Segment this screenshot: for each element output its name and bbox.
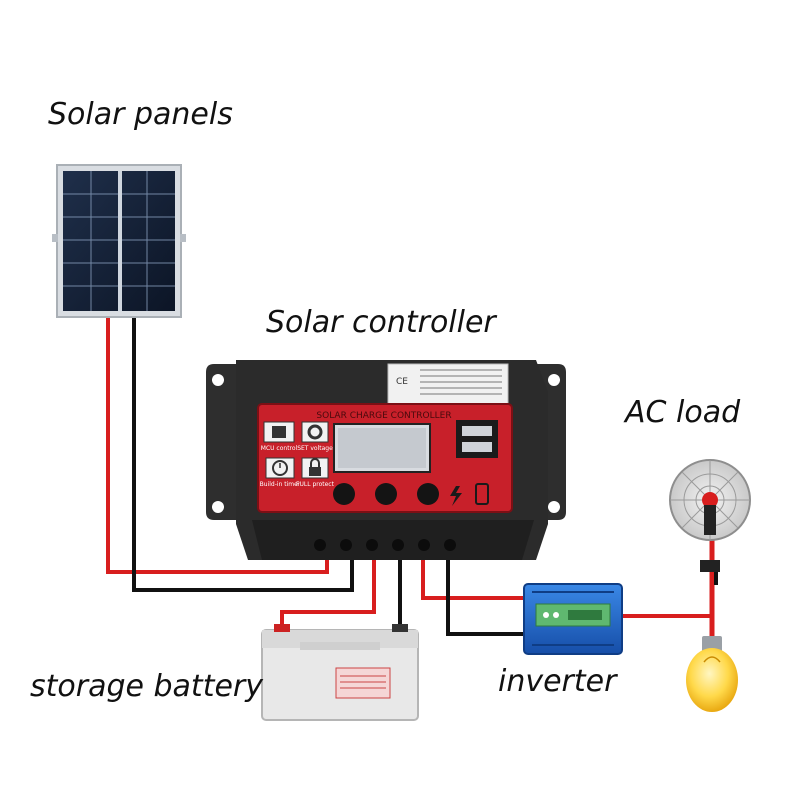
label-storage-battery: storage battery <box>30 669 263 704</box>
wire-panel-negative <box>132 316 354 592</box>
set-label: SET voltage <box>297 445 333 452</box>
solar-controller: CE SOLAR CHARGE CONTROLLER MCU control S… <box>206 360 566 560</box>
label-ac-load: AC load <box>625 395 741 430</box>
wire-battery-positive <box>280 560 376 632</box>
wire-panel-positive <box>106 316 329 574</box>
svg-text:CE: CE <box>396 377 408 387</box>
up-button <box>375 483 397 505</box>
controller-header: SOLAR CHARGE CONTROLLER <box>316 411 451 421</box>
label-solar-controller: Solar controller <box>266 305 496 340</box>
usb-ports <box>456 420 498 458</box>
solar-panel <box>52 164 186 318</box>
light-bulb-icon <box>686 636 738 712</box>
timer-label: Build-in timer <box>260 481 301 488</box>
gear-icon <box>301 421 329 443</box>
full-label: FULL protect <box>296 481 335 488</box>
inverter <box>523 583 623 655</box>
battery-label-plate <box>335 667 391 699</box>
mcu-icon <box>263 421 295 443</box>
down-button <box>417 483 439 505</box>
label-inverter: inverter <box>498 664 617 699</box>
lightning-icon <box>450 486 462 506</box>
label-solar-panels: Solar panels <box>48 97 233 132</box>
phone-icon <box>475 483 489 505</box>
storage-battery <box>261 624 419 721</box>
wires <box>106 316 718 640</box>
mcu-label: MCU control <box>261 445 298 452</box>
lock-icon <box>301 457 329 479</box>
fan-icon <box>669 459 751 572</box>
wire-inverter-positive <box>421 560 524 600</box>
wire-inverter-negative <box>446 560 524 636</box>
clock-icon <box>265 457 295 479</box>
menu-button <box>333 483 355 505</box>
